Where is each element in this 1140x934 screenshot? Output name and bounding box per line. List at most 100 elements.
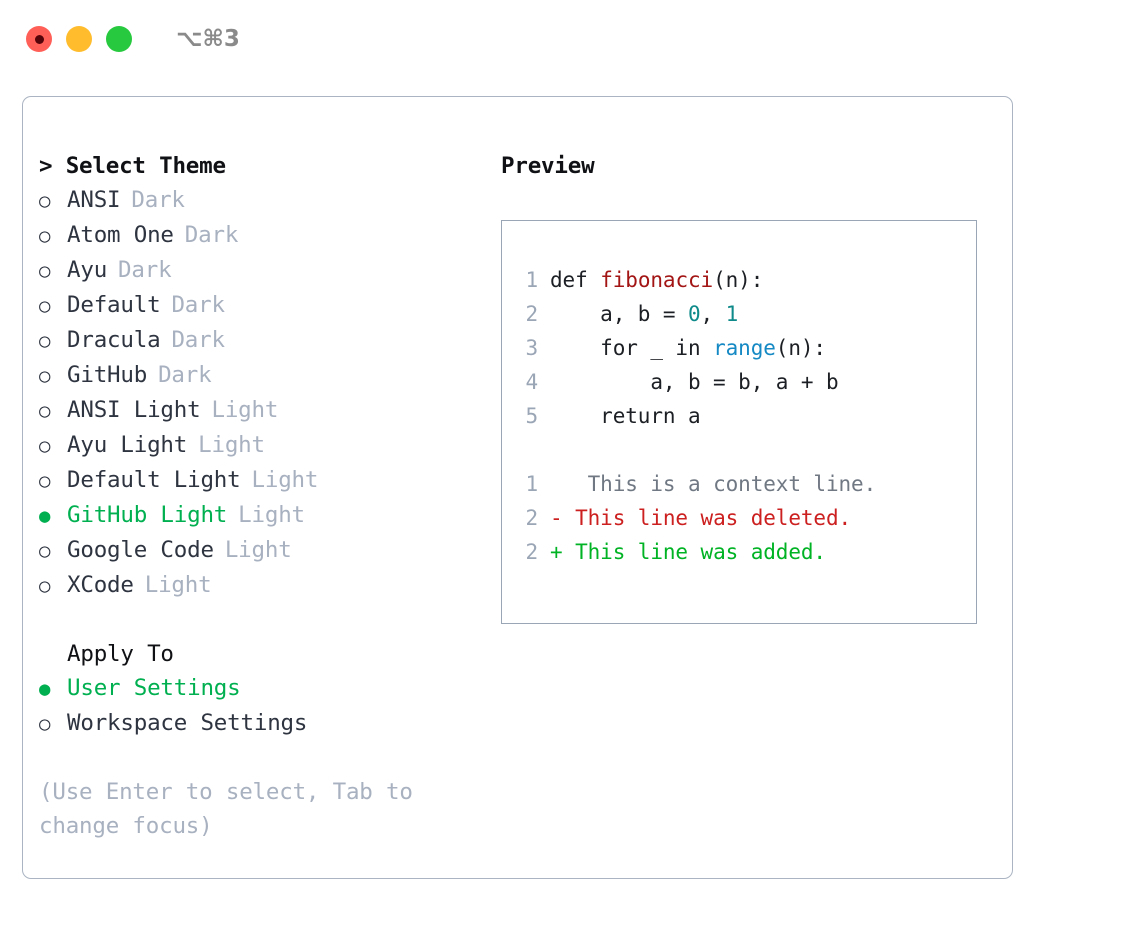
code-token-plain: for _ in [550, 336, 714, 360]
radio-unselected-icon: ○ [39, 190, 51, 212]
radio-unselected-icon: ○ [39, 365, 51, 387]
code-token-plain: a, b = [550, 302, 688, 326]
code-token-call: range [713, 336, 776, 360]
close-button[interactable] [26, 26, 52, 52]
theme-option-label: GitHub [67, 362, 148, 388]
theme-option-dracula[interactable]: ○ Dracula Dark [39, 323, 479, 358]
code-diff-gap [512, 433, 976, 467]
line-number: 3 [525, 336, 538, 360]
line-number: 1 [525, 268, 538, 292]
radio-unselected-icon: ○ [39, 260, 51, 282]
code-line: 3 for _ in range(n): [512, 331, 976, 365]
diff-line-text: This line was added. [562, 540, 826, 564]
list-spacer [39, 603, 479, 637]
diff-line-del: 2- This line was deleted. [512, 501, 976, 535]
code-line-content: a, b = b, a + b [550, 365, 839, 399]
theme-variant-tag: Dark [171, 327, 225, 353]
code-token-plain: return a [550, 404, 701, 428]
apply-to-option-label: Workspace Settings [67, 710, 308, 736]
radio-unselected-icon: ○ [39, 713, 51, 735]
diff-marker: - [550, 506, 563, 530]
code-line-content: return a [550, 399, 701, 433]
line-number: 2 [525, 302, 538, 326]
radio-unselected-icon: ○ [39, 225, 51, 247]
code-line: 2 a, b = 0, 1 [512, 297, 976, 331]
theme-option-default-light[interactable]: ○ Default Light Light [39, 463, 479, 498]
diff-line-ctx: 1 This is a context line. [512, 467, 976, 501]
apply-to-option-label: User Settings [67, 675, 241, 701]
maximize-button[interactable] [106, 26, 132, 52]
diff-sample: 1 This is a context line.2- This line wa… [512, 467, 976, 569]
record-indicator-icon [34, 34, 44, 44]
radio-unselected-icon: ○ [39, 470, 51, 492]
line-number: 5 [525, 404, 538, 428]
theme-option-ansi[interactable]: ○ ANSI Dark [39, 183, 479, 218]
code-line-content: for _ in range(n): [550, 331, 826, 365]
code-token-plain: (n): [775, 336, 826, 360]
theme-option-label: Dracula [67, 327, 161, 353]
code-token-plain: a, b = b, a + b [550, 370, 839, 394]
theme-variant-tag: Light [251, 467, 319, 493]
code-line-content: a, b = 0, 1 [550, 297, 738, 331]
code-token-plain: , [700, 302, 726, 326]
code-line-content: def fibonacci(n): [550, 263, 763, 297]
radio-unselected-icon: ○ [39, 575, 51, 597]
theme-variant-tag: Light [198, 432, 265, 458]
line-number: 4 [525, 370, 538, 394]
diff-line-add: 2+ This line was added. [512, 535, 976, 569]
theme-variant-tag: Light [211, 397, 279, 423]
theme-option-label: Default Light [67, 467, 241, 493]
theme-option-label: ANSI Light [67, 397, 201, 423]
apply-to-option-user-settings[interactable]: ●User Settings [39, 671, 479, 706]
radio-selected-icon: ● [39, 505, 51, 527]
theme-option-ansi-light[interactable]: ○ ANSI Light Light [39, 393, 479, 428]
code-line: 4 a, b = b, a + b [512, 365, 976, 399]
diff-marker [550, 467, 563, 501]
diff-line-text: This is a context line. [562, 472, 877, 496]
theme-variant-tag: Dark [158, 362, 212, 388]
minimize-button[interactable] [66, 26, 92, 52]
diff-line-text: This line was deleted. [562, 506, 852, 530]
code-token-plain: (n): [713, 268, 764, 292]
code-token-plain: def [550, 268, 601, 292]
theme-option-google-code[interactable]: ○ Google Code Light [39, 533, 479, 568]
code-token-num: 1 [725, 302, 739, 326]
apply-to-option-workspace-settings[interactable]: ○ Workspace Settings [39, 706, 479, 741]
preview-title: Preview [501, 153, 595, 179]
line-number: 2 [525, 540, 538, 564]
code-token-num: 0 [687, 302, 701, 326]
theme-variant-tag: Dark [118, 257, 172, 283]
theme-variant-tag: Light [144, 572, 212, 598]
theme-variant-tag: Dark [131, 187, 185, 213]
titlebar: ⌥⌘3 [0, 0, 1140, 78]
radio-unselected-icon: ○ [39, 330, 51, 352]
code-line: 1 def fibonacci(n): [512, 263, 976, 297]
apply-to-option-list: ●User Settings ○ Workspace Settings [39, 671, 479, 741]
theme-option-label: Google Code [67, 537, 214, 563]
theme-option-label: ANSI [67, 187, 121, 213]
theme-option-github[interactable]: ○ GitHub Dark [39, 358, 479, 393]
line-number: 2 [525, 506, 538, 530]
line-number: 1 [525, 472, 538, 496]
theme-variant-tag: Light [238, 502, 305, 528]
code-line: 5 return a [512, 399, 976, 433]
theme-variant-tag: Dark [184, 222, 239, 248]
radio-unselected-icon: ○ [39, 400, 51, 422]
window-controls [26, 26, 132, 52]
radio-unselected-icon: ○ [39, 540, 51, 562]
theme-variant-tag: Light [224, 537, 292, 563]
radio-unselected-icon: ○ [39, 435, 51, 457]
radio-unselected-icon: ○ [39, 295, 51, 317]
